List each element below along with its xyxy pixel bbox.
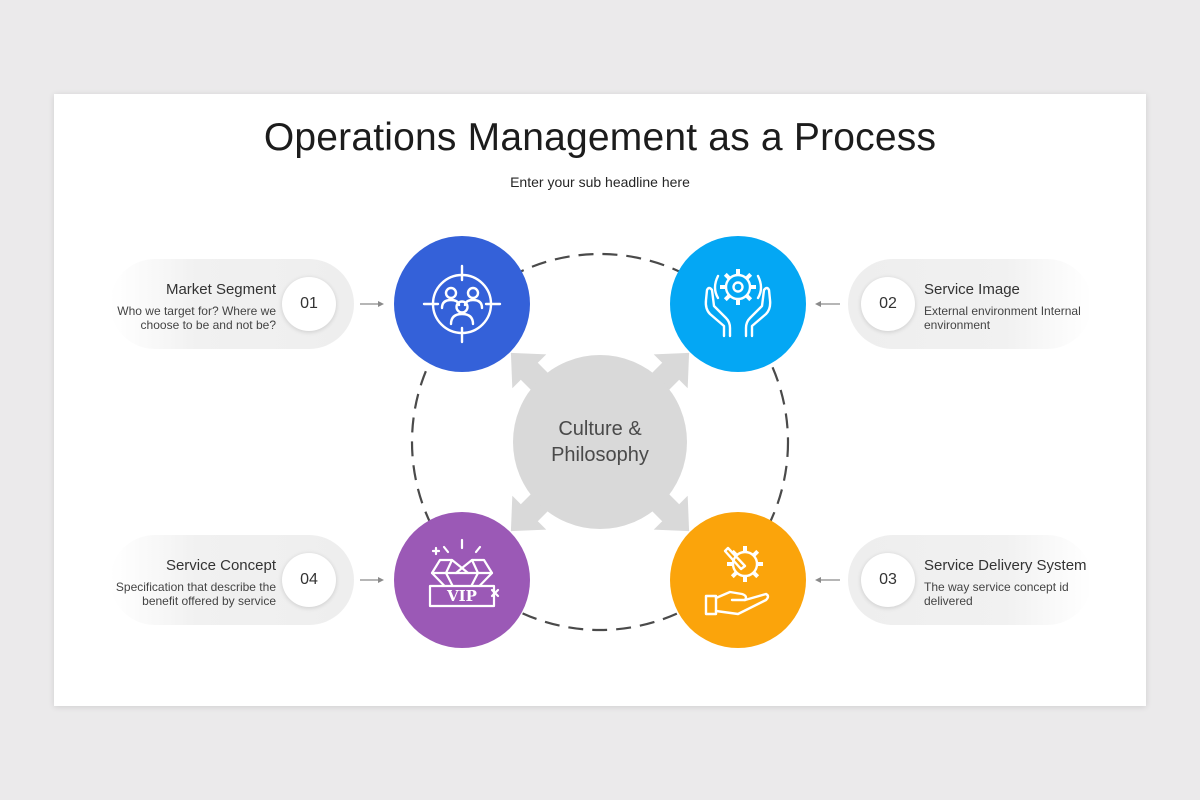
center-label: Culture & Philosophy bbox=[551, 418, 649, 466]
hand-gear-icon bbox=[704, 546, 770, 616]
page-subtitle: Enter your sub headline here bbox=[510, 174, 690, 190]
step-title-04: Service Concept bbox=[165, 557, 276, 574]
step-number-03: 03 bbox=[861, 553, 915, 607]
step-desc-02: External environment Internal environmen… bbox=[924, 304, 1081, 332]
step-number-04: 04 bbox=[282, 553, 336, 607]
page-title: Operations Management as a Process bbox=[263, 116, 937, 159]
step-desc-01: Who we target for? Where we choose to be… bbox=[117, 304, 276, 332]
step-title-01: Market Segment bbox=[165, 281, 276, 298]
step-desc-04: Specification that describe the benefit … bbox=[115, 580, 276, 608]
pill-service-delivery bbox=[848, 535, 1092, 625]
pill-service-image bbox=[848, 259, 1092, 349]
connector-arrows bbox=[360, 301, 840, 583]
center-circle bbox=[513, 355, 687, 529]
step-title-03: Service Delivery System bbox=[924, 557, 1087, 574]
step-desc-03: The way service concept id delivered bbox=[924, 580, 1069, 608]
vip-diamond-icon: VIP bbox=[428, 538, 500, 608]
connector-arrow-04 bbox=[360, 577, 384, 583]
hands-gear-icon bbox=[704, 269, 772, 338]
step-number-02: 02 bbox=[861, 277, 915, 331]
vip-text: VIP bbox=[446, 587, 477, 605]
connector-arrow-01 bbox=[360, 301, 384, 307]
step-circle-04 bbox=[394, 512, 530, 648]
step-number-01: 01 bbox=[282, 277, 336, 331]
step-title-02: Service Image bbox=[924, 281, 1020, 298]
connector-arrow-02 bbox=[815, 301, 840, 307]
step-circle-03 bbox=[670, 512, 806, 648]
connector-arrow-03 bbox=[815, 577, 840, 583]
step-circle-01 bbox=[394, 236, 530, 372]
target-audience-icon bbox=[422, 264, 502, 344]
dashed-cycle-ring bbox=[410, 252, 790, 632]
